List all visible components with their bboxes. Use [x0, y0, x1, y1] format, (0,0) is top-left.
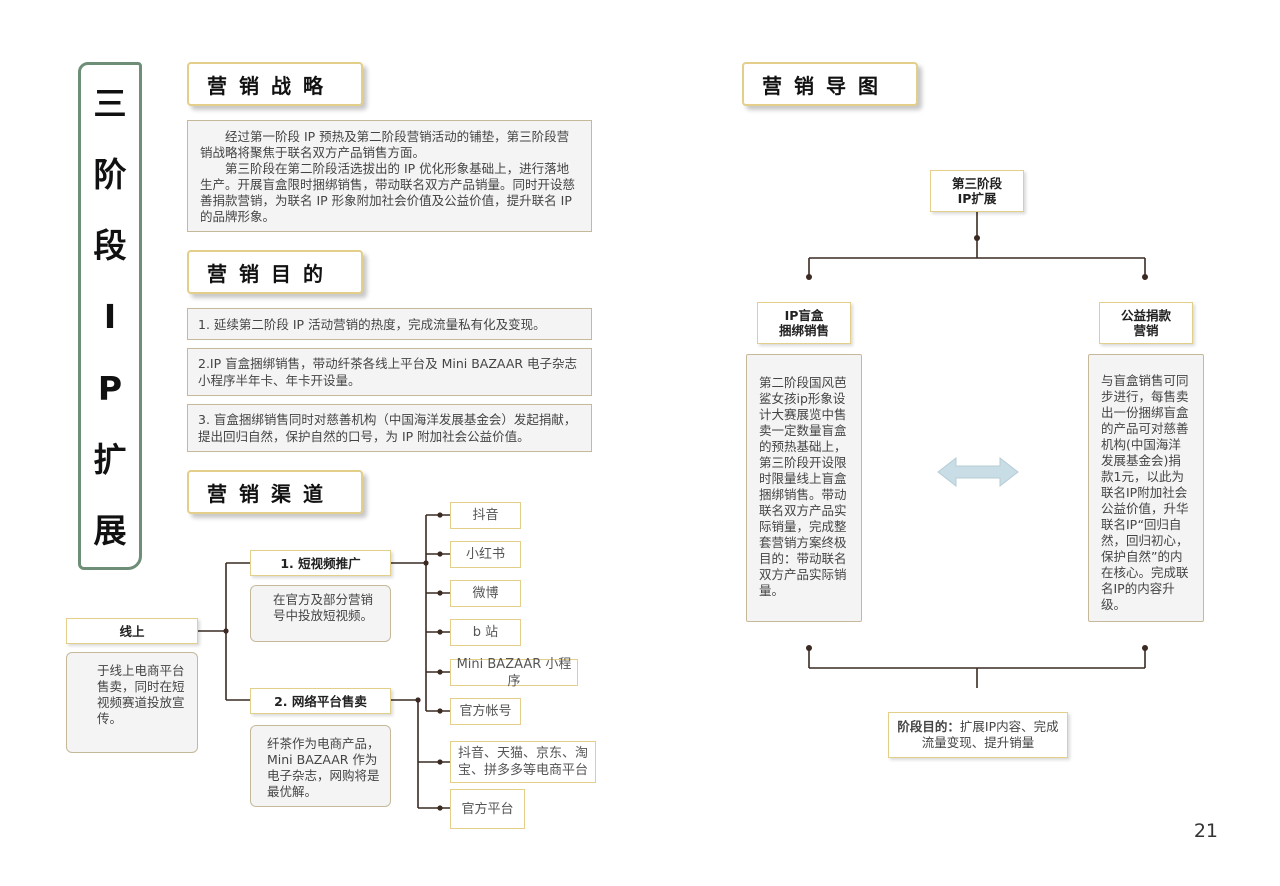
leaf-weibo: 微博 — [450, 580, 521, 607]
page-number: 21 — [1193, 820, 1218, 842]
leaf-xiaohongshu: 小红书 — [450, 541, 521, 568]
channel-root-desc: 于线上电商平台售卖，同时在短视频赛道投放宣传。 — [66, 652, 198, 753]
branch2-label: 2. 网络平台售卖 — [250, 688, 391, 714]
leaf-bilibili: b 站 — [450, 619, 521, 646]
leaf-mini-bazaar: Mini BAZAAR 小程序 — [450, 657, 578, 689]
strategy-header: 营销战略 — [187, 62, 363, 106]
vertical-title-char: 段 — [93, 226, 127, 266]
vertical-title-char: 展 — [93, 510, 127, 550]
goal-item-2: 2.IP 盲盒捆绑销售，带动纤茶各线上平台及 Mini BAZAAR 电子杂志小… — [187, 348, 592, 396]
strategy-text: 经过第一阶段 IP 预热及第二阶段营销活动的铺垫，第三阶段营销战略将聚焦于联名双… — [187, 120, 592, 232]
channel-root-label: 线上 — [66, 618, 198, 644]
channels-header: 营销渠道 — [187, 470, 363, 514]
leaf-official-platform: 官方平台 — [450, 789, 525, 829]
mindmap-left-label: IP盲盒 捆绑销售 — [757, 302, 851, 344]
mindmap-right-desc: 与盲盒销售可同步进行，每售卖出一份捆绑盲盒的产品可对慈善机构(中国海洋发展基金会… — [1088, 354, 1204, 622]
mindmap-header: 营销导图 — [742, 62, 918, 106]
mindmap-bottom-node: 阶段目的：扩展IP内容、完成流量变现、提升销量 — [888, 712, 1068, 758]
leaf-ecommerce: 抖音、天猫、京东、淘宝、拼多多等电商平台 — [450, 741, 596, 783]
goals-header: 营销目的 — [187, 250, 363, 294]
leaf-official-account: 官方帐号 — [450, 698, 521, 725]
mindmap-left-desc: 第二阶段国风芭鲨女孩ip形象设计大赛展览中售卖一定数量盲盒的预热基础上，第三阶段… — [746, 354, 862, 622]
double-arrow-icon — [937, 456, 1019, 488]
mindmap-bottom-text: 扩展IP内容、完成流量变现、提升销量 — [921, 719, 1059, 750]
strategy-para2: 第三阶段在第二阶段活选拔出的 IP 优化形象基础上，进行落地生产。开展盲盒限时捆… — [200, 161, 576, 224]
goal-item-3: 3. 盲盒捆绑销售同时对慈善机构（中国海洋发展基金会）发起捐献，提出回归自然，保… — [187, 404, 592, 452]
mindmap-right-label: 公益捐款 营销 — [1099, 302, 1193, 344]
mindmap-bottom-label: 阶段目的： — [897, 719, 960, 734]
branch2-desc: 纤茶作为电商产品，Mini BAZAAR 作为电子杂志，网购将是最优解。 — [250, 725, 391, 807]
mindmap-top-node: 第三阶段 IP扩展 — [930, 170, 1024, 212]
vertical-title-char: 扩 — [93, 439, 127, 479]
vertical-title-char: I — [103, 297, 117, 337]
leaf-douyin: 抖音 — [450, 502, 521, 529]
branch1-desc: 在官方及部分营销号中投放短视频。 — [250, 585, 391, 642]
goal-item-1: 1. 延续第二阶段 IP 活动营销的热度，完成流量私有化及变现。 — [187, 308, 592, 340]
strategy-para1: 经过第一阶段 IP 预热及第二阶段营销活动的铺垫，第三阶段营销战略将聚焦于联名双… — [200, 129, 570, 160]
vertical-title-char: 三 — [93, 84, 127, 123]
vertical-title: 三 阶 段 I P 扩 展 — [78, 62, 142, 570]
vertical-title-char: 阶 — [93, 155, 127, 195]
vertical-title-char: P — [97, 368, 123, 408]
branch1-label: 1. 短视频推广 — [250, 550, 391, 576]
